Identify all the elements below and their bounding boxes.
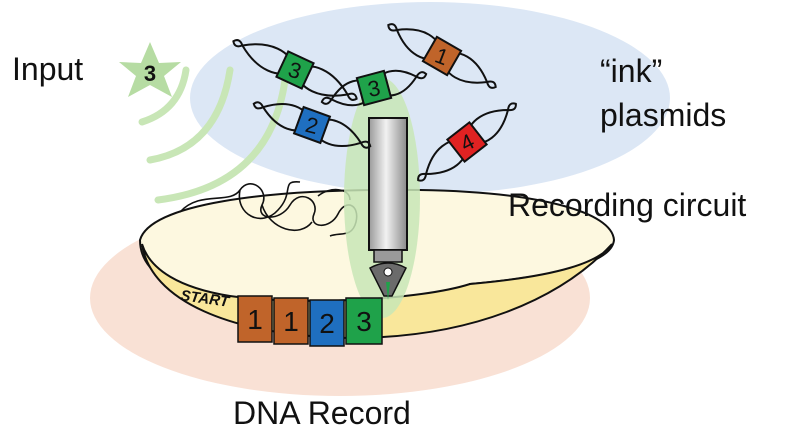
plasmid-end [346, 92, 358, 101]
plasmid-end [252, 101, 265, 110]
tangled-genome [179, 181, 358, 237]
plasmid-end [486, 80, 497, 89]
ink-drip [386, 282, 390, 300]
plasmid-box [445, 120, 489, 164]
start-label: START [179, 287, 231, 311]
record-box: 2 [309, 299, 345, 347]
record-box-number: 3 [356, 306, 372, 337]
recording-circuit-label: Recording circuit [508, 187, 746, 223]
pen-body [368, 117, 408, 251]
input-star-number: 3 [144, 61, 156, 86]
plasmid-box [421, 35, 463, 77]
record-box: 1 [273, 297, 309, 345]
plasmid-box [275, 50, 315, 90]
ink-label-line2: plasmids [600, 97, 726, 133]
record-box-fill [345, 297, 383, 345]
plasmid: 3 [320, 69, 428, 107]
record-box-fill [237, 295, 273, 343]
input-label: Input [12, 51, 83, 87]
pen-nib [369, 262, 407, 297]
plasmid: 1 [387, 23, 497, 89]
dna-record-label: DNA Record [233, 395, 411, 431]
plasmid-end [387, 23, 398, 32]
plasmid-end [320, 96, 333, 105]
ink-plasmids: 313 2 4 [232, 23, 517, 182]
plasmid-box [355, 69, 393, 107]
plasmid-box [292, 105, 332, 145]
plasmid: 2 [252, 101, 372, 149]
record-box: 3 [345, 297, 383, 345]
plasmid: 3 [232, 39, 358, 101]
plasmid: 4 [417, 102, 517, 182]
plasmid-end [415, 71, 428, 80]
plasmid-number: 3 [366, 75, 383, 102]
plasmid-cloud [190, 2, 670, 194]
record-box-number: 1 [247, 304, 263, 335]
record-box-fill [273, 297, 309, 345]
record-box-number: 2 [319, 308, 335, 339]
record-box-number: 1 [283, 306, 299, 337]
pen-grip [373, 249, 403, 263]
ink-label-line1: “ink” [600, 53, 662, 89]
plasmid-end [359, 140, 372, 149]
recording-pen [368, 117, 408, 300]
plasmid-number: 2 [303, 112, 321, 139]
plasmid-end [417, 172, 428, 182]
input-star-icon [119, 42, 181, 97]
record-box: 1 [237, 295, 273, 343]
plasmid-end [232, 39, 244, 48]
plasmid-end [506, 102, 517, 112]
record-box-fill [309, 299, 345, 347]
